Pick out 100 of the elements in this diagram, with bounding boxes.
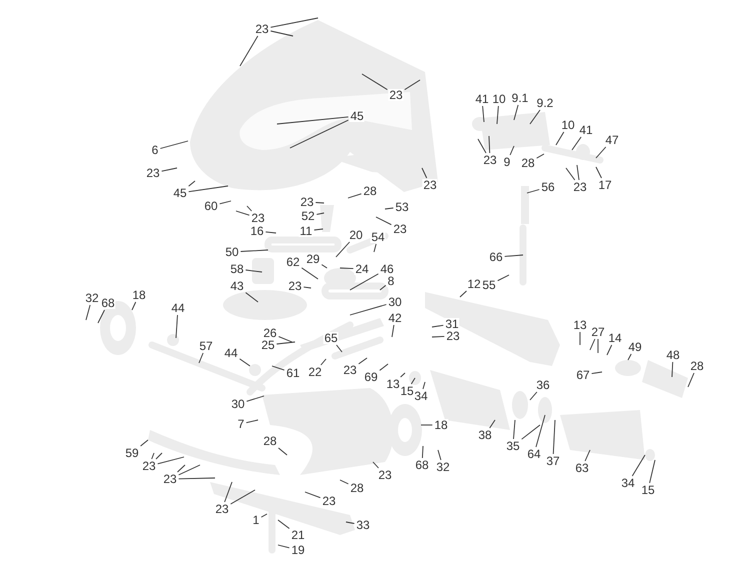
leader-line bbox=[177, 464, 186, 472]
callout-number: 13 bbox=[385, 378, 401, 390]
leader-line bbox=[496, 106, 499, 124]
leader-line bbox=[246, 396, 264, 402]
callout-number: 52 bbox=[300, 210, 316, 222]
callout-number: 44 bbox=[170, 302, 186, 314]
callout-number: 46 bbox=[379, 263, 395, 275]
callout-number: 28 bbox=[349, 482, 365, 494]
callout-number: 45 bbox=[349, 110, 365, 122]
leader-line bbox=[552, 420, 556, 454]
leader-line bbox=[336, 344, 342, 352]
callout-number: 38 bbox=[477, 429, 493, 441]
leader-line bbox=[246, 420, 258, 424]
callout-number: 41 bbox=[578, 124, 594, 136]
leader-line bbox=[336, 242, 350, 258]
callout-number: 33 bbox=[355, 519, 371, 531]
leader-line bbox=[276, 342, 296, 344]
callout-number: 23 bbox=[214, 503, 230, 515]
callout-number: 9.2 bbox=[536, 97, 554, 109]
callout-number: 18 bbox=[131, 289, 147, 301]
leader-line bbox=[278, 520, 290, 529]
leader-line bbox=[497, 274, 510, 282]
callout-number: 10 bbox=[491, 93, 507, 105]
callout-number: 10 bbox=[560, 119, 576, 131]
leader-line bbox=[140, 440, 148, 446]
leader-line bbox=[188, 186, 228, 192]
leader-line bbox=[270, 18, 318, 28]
callout-number: 31 bbox=[444, 318, 460, 330]
callout-number: 23 bbox=[422, 179, 438, 191]
leader-line bbox=[576, 164, 580, 180]
leader-line bbox=[245, 292, 258, 302]
leader-line bbox=[278, 544, 290, 548]
callout-number: 13 bbox=[572, 319, 588, 331]
callout-number: 55 bbox=[481, 279, 497, 291]
leader-line bbox=[432, 324, 444, 328]
leader-line bbox=[188, 180, 196, 187]
callout-number: 23 bbox=[141, 460, 157, 472]
leader-line bbox=[272, 366, 285, 371]
leader-line bbox=[176, 314, 178, 338]
callout-number: 47 bbox=[604, 134, 620, 146]
callout-number: 56 bbox=[540, 181, 556, 193]
leader-line bbox=[410, 378, 416, 384]
callout-number: 23 bbox=[299, 196, 315, 208]
leader-line bbox=[290, 120, 349, 148]
leader-line bbox=[510, 146, 514, 156]
callout-number: 28 bbox=[520, 157, 536, 169]
callout-number: 26 bbox=[262, 327, 278, 339]
leader-line bbox=[348, 193, 362, 198]
leader-line bbox=[350, 273, 379, 290]
leader-line bbox=[219, 200, 232, 204]
callout-number: 20 bbox=[348, 229, 364, 241]
callout-number: 35 bbox=[505, 440, 521, 452]
leader-line bbox=[160, 140, 188, 149]
leader-line bbox=[340, 268, 354, 270]
callout-number: 48 bbox=[665, 349, 681, 361]
callout-number: 30 bbox=[387, 296, 403, 308]
leader-line bbox=[536, 414, 546, 448]
callout-number: 23 bbox=[145, 167, 161, 179]
leader-line bbox=[489, 420, 496, 428]
leader-line bbox=[591, 372, 602, 374]
callout-number: 1 bbox=[252, 514, 260, 526]
leader-line bbox=[590, 338, 596, 350]
leader-line bbox=[376, 216, 392, 226]
leader-line bbox=[632, 454, 646, 476]
leader-line bbox=[240, 36, 258, 66]
leader-line bbox=[478, 138, 486, 154]
callout-number: 41 bbox=[474, 93, 490, 105]
leader-line bbox=[404, 80, 420, 90]
leader-line bbox=[504, 254, 524, 257]
leader-line bbox=[270, 30, 294, 36]
callout-number: 63 bbox=[574, 462, 590, 474]
callout-number: 23 bbox=[287, 280, 303, 292]
leader-line bbox=[156, 452, 162, 460]
leader-line bbox=[303, 286, 312, 288]
leader-line bbox=[315, 202, 324, 204]
leader-line bbox=[422, 168, 428, 178]
leader-line bbox=[514, 104, 519, 120]
callout-number: 28 bbox=[362, 185, 378, 197]
callout-number: 42 bbox=[387, 312, 403, 324]
callout-number: 28 bbox=[689, 360, 705, 372]
callout-number: 23 bbox=[572, 181, 588, 193]
leader-line bbox=[178, 464, 200, 476]
callout-number: 18 bbox=[433, 419, 449, 431]
callout-number: 64 bbox=[526, 448, 542, 460]
callout-number: 16 bbox=[249, 225, 265, 237]
leader-line bbox=[178, 478, 216, 480]
leader-line bbox=[278, 336, 292, 342]
leader-line bbox=[584, 450, 590, 462]
leader-line bbox=[420, 424, 433, 426]
callout-number: 69 bbox=[363, 371, 379, 383]
callout-number: 11 bbox=[298, 225, 314, 237]
callout-number: 30 bbox=[230, 398, 246, 410]
callout-number: 23 bbox=[342, 364, 358, 376]
leader-line bbox=[672, 362, 674, 378]
callout-number: 57 bbox=[198, 340, 214, 352]
callout-number: 59 bbox=[124, 447, 140, 459]
callout-number: 23 bbox=[445, 330, 461, 342]
callout-number: 68 bbox=[100, 297, 116, 309]
leader-line bbox=[649, 460, 656, 484]
leader-line bbox=[422, 382, 426, 390]
